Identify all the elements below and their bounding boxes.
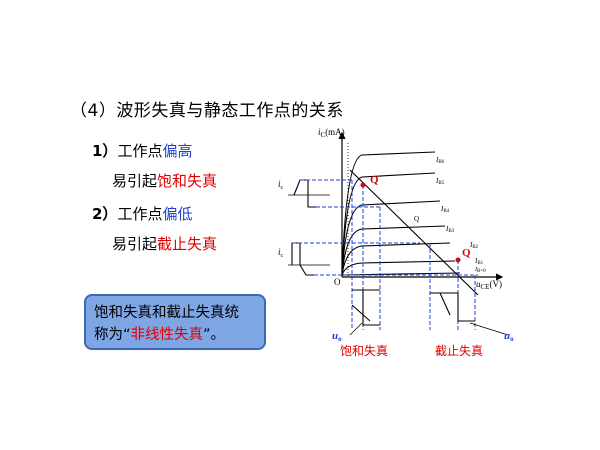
caption-cutoff: 截止失真 [435, 343, 483, 358]
q-label-low: Q [462, 247, 471, 259]
output-characteristic-diagram: iC(mA) uCE(V) O IB6 IB5 IB4 IB3 IB2 IB1 … [278, 127, 514, 358]
projection-lines [292, 179, 478, 330]
curve-label-ib6: IB6 [435, 156, 445, 165]
ic-label-lower: ic [278, 247, 284, 259]
note-suffix: ”。 [203, 327, 226, 343]
uo-label-left: uo [332, 330, 342, 343]
origin-label: O [334, 277, 341, 287]
load-line [349, 169, 479, 296]
summary-note-box: 饱和失真和截止失真统 称为“非线性失真”。 [84, 294, 266, 350]
note-prefix: 称为“ [94, 327, 131, 343]
curve-label-ib4: IB4 [440, 205, 450, 214]
curve-label-ib5: IB5 [435, 177, 445, 186]
curve-label-ib0: IB=0 [474, 267, 486, 274]
item-low-line2: 易引起截止失真 [112, 233, 217, 254]
curve-label-ib3: IB3 [445, 225, 455, 234]
curve-label-ib1: IB1 [474, 257, 484, 266]
item-keyword: 偏高 [162, 142, 193, 160]
y-axis-label: iC(mA) [318, 127, 345, 139]
item-prefix: 易引起 [112, 172, 158, 190]
caption-saturation: 饱和失真 [340, 343, 388, 358]
uo-label-right: uo [504, 330, 514, 343]
x-axis-label: uCE(V) [476, 279, 502, 291]
item-keyword: 饱和失真 [157, 172, 218, 190]
item-high-line2: 易引起饱和失真 [112, 170, 217, 191]
item-number: 2） [92, 205, 118, 223]
item-prefix: 工作点 [117, 142, 163, 160]
output-curves [341, 151, 461, 276]
item-high-line1: 1）工作点偏高 [92, 140, 192, 161]
note-keyword: 非线性失真 [130, 327, 204, 343]
q-label-high: Q [370, 174, 379, 186]
item-number: 1） [92, 142, 118, 160]
uo-waveform-saturation [351, 289, 380, 326]
item-prefix: 易引起 [112, 235, 158, 253]
ic-label-upper: ic [278, 179, 284, 191]
q-label-mid: Q [414, 215, 419, 223]
item-keyword: 偏低 [162, 205, 193, 223]
item-keyword: 截止失真 [157, 235, 218, 253]
item-low-line1: 2）工作点偏低 [92, 203, 192, 224]
page-title: （4）波形失真与静态工作点的关系 [70, 101, 344, 121]
note-line1: 饱和失真和截止失真统 [94, 305, 239, 321]
ic-waveform-lower [288, 242, 330, 276]
curve-label-ib2: IB2 [469, 241, 479, 250]
ic-waveform-upper [288, 179, 330, 208]
uo-waveform-cutoff [430, 292, 475, 322]
note-line2: 称为“非线性失真”。 [94, 324, 258, 346]
item-prefix: 工作点 [117, 205, 163, 223]
